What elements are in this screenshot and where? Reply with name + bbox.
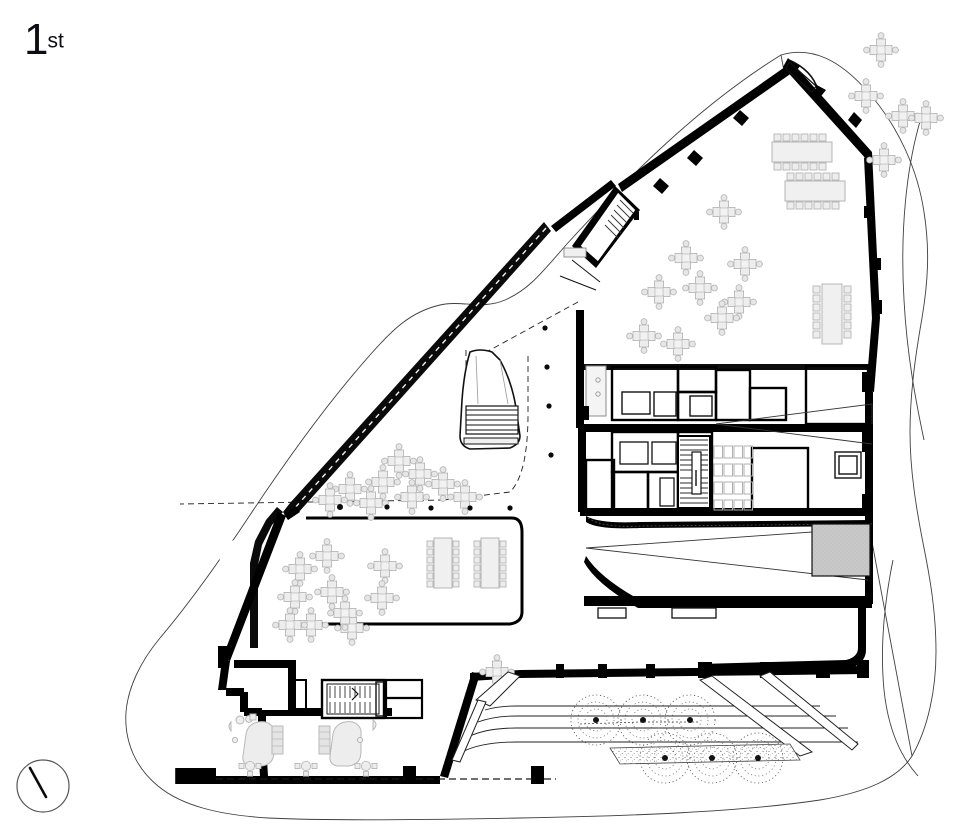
meeting-table-north-2 bbox=[784, 172, 846, 210]
elevator-shaft bbox=[834, 451, 862, 479]
trees bbox=[570, 694, 784, 784]
cafe-tables bbox=[238, 761, 378, 777]
main-stair-core bbox=[677, 435, 711, 509]
meeting-tables bbox=[426, 133, 852, 589]
page-title: 1 bbox=[24, 15, 49, 64]
feature-stair-atrium bbox=[459, 349, 521, 450]
entry-plaza bbox=[451, 671, 859, 765]
tree-symbol bbox=[570, 694, 622, 746]
south-lounge bbox=[228, 678, 424, 777]
core-upper-furniture bbox=[621, 391, 713, 417]
west-curtain-wall bbox=[250, 222, 551, 648]
auditorium-seating-grid bbox=[713, 445, 753, 511]
lounge-left-rooms bbox=[175, 647, 232, 784]
core-middle-rooms bbox=[584, 430, 810, 512]
meeting-table-north-1 bbox=[771, 133, 833, 171]
entry-steps bbox=[461, 705, 858, 753]
meeting-table-west-1 bbox=[426, 537, 460, 589]
core-west-glazing bbox=[583, 365, 607, 420]
west-block-walls bbox=[306, 516, 524, 626]
tree-symbol bbox=[732, 732, 784, 784]
meeting-table-west-2 bbox=[473, 537, 507, 589]
lift-lobby bbox=[384, 678, 424, 720]
structural-columns bbox=[337, 325, 554, 511]
core-northeast-room bbox=[804, 364, 870, 426]
north-arrow-icon bbox=[16, 759, 70, 813]
tree-symbol bbox=[664, 694, 716, 746]
core-middle-fixtures bbox=[619, 441, 677, 507]
lounge-vestibule bbox=[291, 679, 307, 711]
meeting-table-east bbox=[812, 283, 852, 345]
lounge-sofa-group-right bbox=[318, 719, 377, 767]
lounge-sofa-group-left bbox=[228, 713, 284, 767]
page-title-suffix: st bbox=[47, 29, 64, 53]
curved-lower-band bbox=[584, 516, 873, 619]
south-stair bbox=[320, 678, 387, 720]
north-partitions bbox=[653, 110, 882, 314]
escalator-north bbox=[559, 186, 640, 291]
tree-symbol bbox=[617, 694, 669, 746]
tree-symbol bbox=[686, 732, 738, 784]
tree-symbol bbox=[639, 732, 691, 784]
core-upper-rooms bbox=[610, 365, 788, 422]
drawing-title: 1st bbox=[24, 18, 64, 62]
